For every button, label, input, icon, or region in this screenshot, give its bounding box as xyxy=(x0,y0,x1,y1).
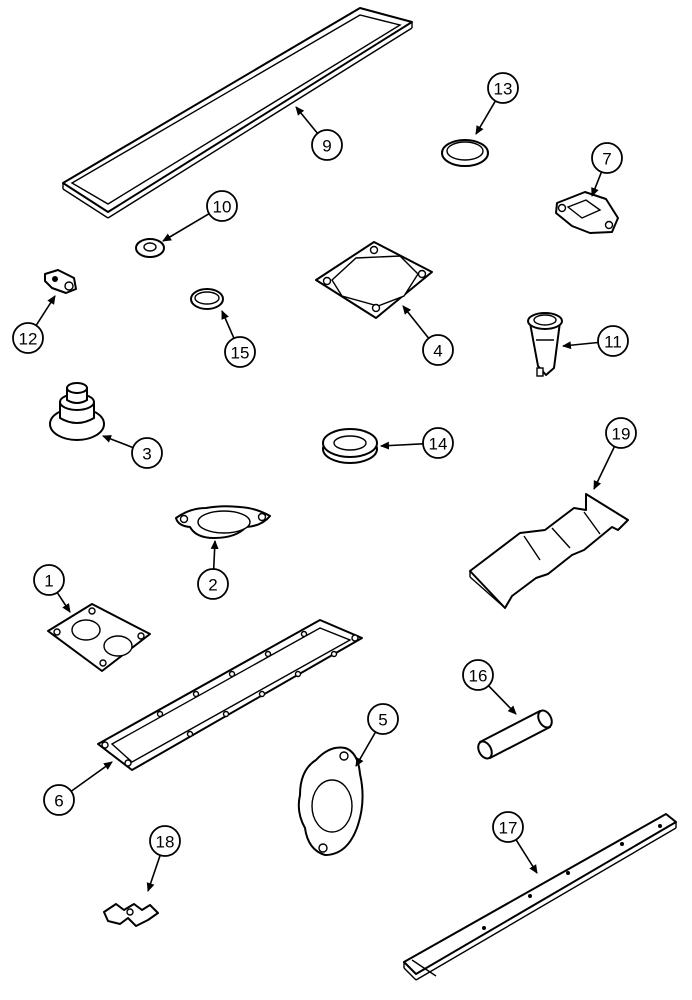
callout-circle-11 xyxy=(597,325,629,357)
callout-circle-16 xyxy=(462,659,494,691)
leader-line-6 xyxy=(70,761,113,792)
callout-circle-19 xyxy=(605,417,637,449)
callout-circle-9 xyxy=(311,129,343,161)
callout-label-6: 6 xyxy=(54,792,63,811)
callout-circle-7 xyxy=(591,142,623,174)
part-4-square-gasket xyxy=(315,241,433,319)
leader-line-19 xyxy=(593,446,616,490)
leader-line-3 xyxy=(102,435,134,449)
callout-circle-3 xyxy=(131,437,163,469)
callout-circle-15 xyxy=(224,336,256,368)
callout-label-17: 17 xyxy=(499,819,518,838)
callout-label-10: 10 xyxy=(213,198,232,217)
part-6-manifold-gasket xyxy=(97,619,363,771)
part-17-strip xyxy=(403,813,677,981)
part-1-twin-port-gasket xyxy=(47,603,151,672)
part-12-clip xyxy=(44,269,77,294)
part-7-flange-gasket xyxy=(555,191,619,234)
leader-line-12 xyxy=(35,295,56,326)
leader-line-2 xyxy=(210,540,219,570)
callout-circle-4 xyxy=(422,334,454,366)
callout-circle-13 xyxy=(487,72,519,104)
part-11-sleeve xyxy=(527,312,563,377)
callout-circle-14 xyxy=(422,427,454,459)
callout-circle-10 xyxy=(206,190,238,222)
part-2-oval-gasket xyxy=(175,505,271,539)
leader-line-11 xyxy=(562,341,599,350)
part-14-thick-washer xyxy=(322,428,378,464)
part-13-o-ring xyxy=(441,139,489,167)
callout-label-16: 16 xyxy=(469,667,488,686)
callout-label-18: 18 xyxy=(156,833,175,852)
part-18-bracket xyxy=(103,903,159,927)
leader-line-13 xyxy=(475,100,497,135)
part-16-tube xyxy=(477,709,553,760)
callout-label-12: 12 xyxy=(19,330,38,349)
callout-label-3: 3 xyxy=(142,445,151,464)
leader-line-16 xyxy=(487,685,517,715)
callout-circle-5 xyxy=(367,703,399,735)
callout-circle-12 xyxy=(12,322,44,354)
callout-circle-1 xyxy=(33,564,65,596)
callout-label-9: 9 xyxy=(322,137,331,156)
callout-label-1: 1 xyxy=(44,572,53,591)
callout-label-14: 14 xyxy=(429,435,448,454)
callout-circle-17 xyxy=(492,811,524,843)
leader-line-18 xyxy=(146,854,161,892)
part-19-plate xyxy=(469,493,629,609)
part-10-washer xyxy=(135,238,165,258)
part-15-ring xyxy=(190,288,224,310)
leader-line-1 xyxy=(56,592,71,613)
callout-label-2: 2 xyxy=(208,576,217,595)
callout-label-7: 7 xyxy=(602,150,611,169)
leader-line-17 xyxy=(515,839,538,874)
leader-line-14 xyxy=(380,441,424,450)
callout-label-11: 11 xyxy=(604,333,622,352)
callout-circle-18 xyxy=(149,825,181,857)
part-9-long-gasket xyxy=(62,7,413,219)
part-3-plug xyxy=(49,382,105,441)
callout-circle-2 xyxy=(197,568,229,600)
callout-label-5: 5 xyxy=(378,711,387,730)
callout-label-15: 15 xyxy=(231,344,250,363)
callout-label-4: 4 xyxy=(433,342,442,361)
leader-line-9 xyxy=(295,106,319,134)
callout-circle-6 xyxy=(43,784,75,816)
callout-label-19: 19 xyxy=(612,425,631,444)
leader-line-10 xyxy=(162,212,210,242)
leader-line-7 xyxy=(591,171,603,197)
leader-line-15 xyxy=(221,310,235,339)
callout-label-13: 13 xyxy=(494,80,513,99)
leader-line-4 xyxy=(402,305,430,339)
leader-line-5 xyxy=(355,731,377,767)
part-5-exhaust-gasket xyxy=(297,746,364,856)
